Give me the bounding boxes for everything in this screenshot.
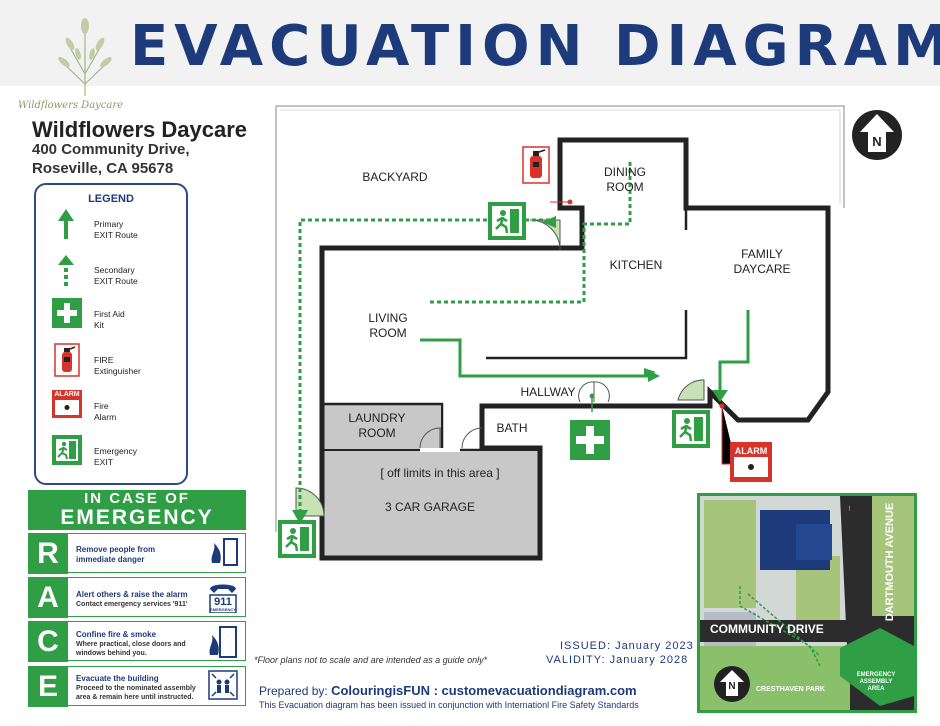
map-park-label: CRESTHAVEN PARK: [756, 686, 825, 693]
race-letter-a: A: [28, 577, 68, 618]
garage-area: [322, 452, 540, 558]
secondary-route-arrow-icon: [58, 255, 74, 286]
fire-alarm-icon: [52, 390, 82, 418]
emergency-heading-2: EMERGENCY: [60, 506, 214, 529]
floor-alarm-text: ALARM: [734, 446, 768, 456]
site-map: COMMUNITY DRIVE DARTMOUTH AVENUE CRESTHA…: [697, 493, 917, 713]
fire-extinguisher-plan-icon: [522, 146, 550, 184]
race-letter-c: C: [28, 621, 68, 662]
room-backyard: BACKYARD: [362, 170, 428, 184]
race-c-title: Confine fire & smoke: [76, 630, 157, 639]
scale-note: *Floor plans not to scale and are intend…: [254, 655, 488, 665]
room-kitchen: KITCHEN: [609, 258, 663, 272]
address-line-1: 400 Community Drive,: [32, 141, 190, 158]
issued-date: ISSUED: January 2023: [560, 640, 694, 652]
first-aid-plan-icon: [570, 420, 610, 460]
laundry-area: [322, 404, 440, 448]
conjunction-note: This Evacuation diagram has been issued …: [259, 700, 639, 710]
wildflower-logo-icon: [58, 18, 112, 96]
logo-text: Wildflowers Daycare: [18, 100, 124, 111]
race-e-detail: Proceed to the nominated assembly area &…: [76, 685, 196, 701]
close-door-icon: [209, 626, 237, 658]
phone-911-icon: [209, 584, 237, 613]
emergency-heading-1: IN CASE OF: [84, 490, 190, 507]
legend-title: LEGEND: [88, 193, 134, 205]
site-map-graphic: [700, 496, 914, 710]
prepared-by-link[interactable]: ColouringisFUN : customevacuationdiagram…: [331, 683, 637, 698]
race-c-detail: Where practical, close doors and windows…: [76, 641, 186, 657]
room-garage: 3 CAR GARAGE: [384, 500, 476, 514]
race-letter-r: R: [28, 533, 68, 574]
race-e-title: Evacuate the building: [76, 674, 159, 683]
phone-icon-sub: EMERGENCY: [210, 607, 236, 612]
exit-sign-west-icon: [278, 520, 316, 558]
room-bath: BATH: [496, 421, 528, 435]
page-title: EVACUATION DIAGRAM: [130, 14, 940, 79]
first-aid-icon: [52, 298, 82, 328]
prepared-by: Prepared by: ColouringisFUN : customevac…: [259, 683, 637, 698]
race-a-title: Alert others & raise the alarm: [76, 590, 188, 599]
validity-date: VALIDITY: January 2028: [546, 654, 689, 666]
fire-door-icon: [211, 538, 238, 566]
compass-letter: N: [872, 134, 882, 149]
north-compass-icon: [852, 110, 902, 160]
exit-sign-backyard-icon: [488, 202, 526, 240]
map-street-dartmouth: DARTMOUTH AVENUE: [884, 502, 896, 622]
organization-name: Wildflowers Daycare: [32, 117, 247, 142]
off-limits-label: [ off limits in this area ]: [380, 466, 500, 480]
assembly-icon: [208, 670, 238, 700]
legend-alarm-icon-text: ALARM: [54, 391, 80, 398]
race-a-detail: Contact emergency services '911': [76, 601, 188, 608]
emergency-exit-icon: [52, 435, 82, 465]
emergency-heading-band: [28, 490, 246, 530]
fire-alarm-plan-icon: [730, 442, 772, 482]
race-letter-e: E: [28, 666, 68, 707]
map-compass-letter: N: [728, 681, 736, 692]
address-line-2: Roseville, CA 95678: [32, 160, 174, 177]
floor-plan: [275, 105, 845, 561]
exit-sign-south-icon: [672, 410, 710, 448]
primary-route-arrow-icon: [58, 209, 74, 239]
room-hallway: HALLWAY: [520, 385, 576, 399]
map-street-community: COMMUNITY DRIVE: [710, 622, 824, 636]
phone-icon-text: 911: [214, 596, 232, 608]
header-band: [0, 0, 940, 86]
fire-extinguisher-icon: [54, 343, 80, 377]
